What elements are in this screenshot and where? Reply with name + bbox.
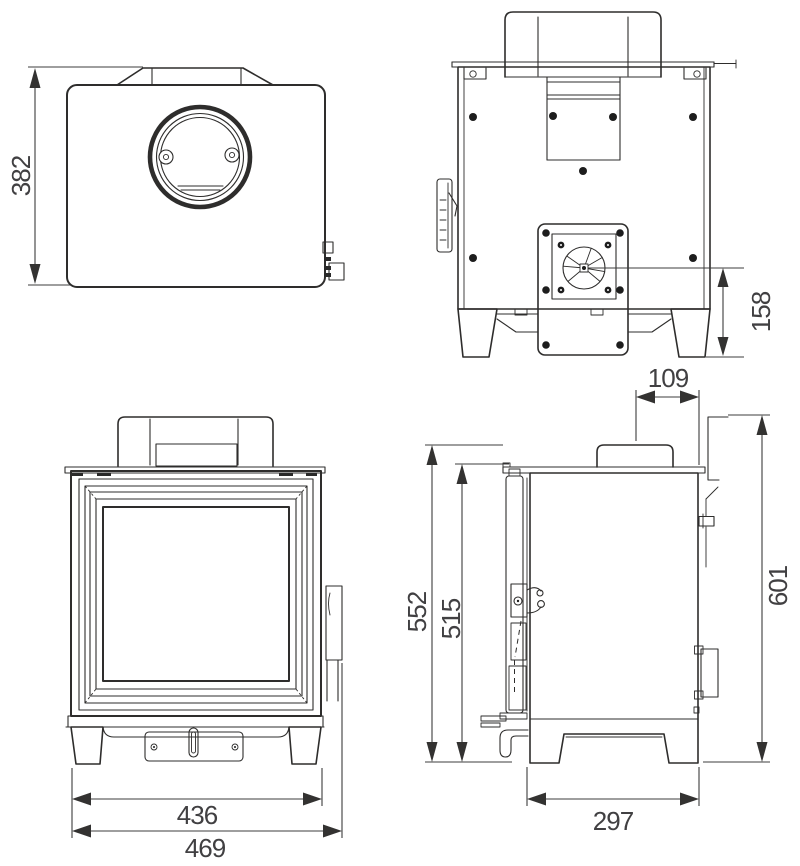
dimension-601: 601 (703, 414, 793, 763)
screw (469, 113, 477, 121)
screw (689, 254, 697, 262)
dimension-297: 297 (526, 767, 700, 836)
dim-label-552: 552 (402, 591, 432, 632)
side-door (499, 468, 545, 720)
side-top-plate (502, 462, 706, 474)
front-door-handle (325, 585, 343, 702)
arrowhead-left (72, 792, 91, 806)
screw (469, 254, 477, 262)
arrowhead-down (29, 264, 41, 284)
ash-door-keyhole (188, 727, 199, 758)
base-arch (102, 726, 290, 738)
rear-bolt (698, 515, 715, 527)
door-glass (102, 506, 290, 682)
flue-fan-outlet (562, 246, 606, 290)
arrowhead-down (426, 742, 438, 762)
front-door (70, 470, 322, 717)
arrowhead-down (756, 742, 768, 762)
screw (579, 167, 587, 175)
front-top-plate (64, 466, 326, 476)
side-flue-box (596, 444, 674, 468)
front-view: 436 469 (64, 416, 343, 863)
dimension-436: 436 (71, 768, 323, 838)
side-front-lip (480, 715, 529, 758)
dim-label-436: 436 (177, 800, 218, 830)
corner-bracket-right (683, 67, 707, 80)
arrowhead-up (756, 415, 768, 435)
door-handle-top-view (322, 241, 345, 281)
dimension-109: 109 (635, 363, 700, 465)
rear-heat-shield-bracket (707, 416, 729, 481)
dim-label-158: 158 (746, 291, 776, 332)
arrowhead-down (456, 742, 468, 762)
collar-screw-tab-left (158, 149, 174, 165)
screw (609, 113, 617, 121)
arrowhead-down (717, 337, 729, 356)
arrowhead-up (717, 268, 729, 287)
top-view: 382 (6, 66, 345, 288)
dim-label-297: 297 (593, 806, 634, 836)
flue-collar-top (147, 104, 253, 210)
dim-label-601: 601 (763, 565, 793, 606)
dim-label-109: 109 (648, 363, 689, 393)
dimension-469: 469 (72, 663, 343, 863)
rear-feet (457, 308, 711, 358)
screw (689, 113, 697, 121)
rear-view: 158 (436, 11, 776, 358)
front-leg-right (288, 726, 322, 765)
rear-foot-left (457, 308, 498, 358)
rear-flue-box (504, 11, 662, 78)
arrowhead-left (72, 824, 91, 838)
arrowhead-up (426, 445, 438, 465)
dimension-552: 552 (402, 444, 512, 763)
top-view-body (66, 67, 326, 288)
rear-foot-right (670, 308, 711, 358)
corner-bracket-left (463, 67, 487, 80)
dim-label-515: 515 (436, 598, 466, 639)
screw (549, 112, 557, 120)
front-base (65, 715, 325, 765)
arrowhead-right (680, 390, 699, 404)
arrowhead-up (456, 464, 468, 484)
rear-junction-box (700, 648, 719, 698)
arrowhead-left (527, 792, 546, 806)
arrowhead-left (636, 390, 655, 404)
arrowhead-right (680, 792, 699, 806)
arrowhead-up (29, 68, 41, 88)
dimension-158: 158 (588, 267, 776, 358)
side-view: 109 552 515 601 (402, 363, 793, 836)
dimension-515: 515 (436, 463, 509, 762)
dimension-382: 382 (6, 66, 143, 286)
rear-outlet-panel (537, 223, 629, 356)
door-tool-handle (499, 729, 529, 758)
front-flue-box (117, 416, 274, 467)
side-rear-details (693, 416, 729, 714)
air-control-lever (436, 178, 458, 253)
door-latch (510, 583, 545, 618)
collar-screw-tab-right (224, 147, 240, 163)
front-leg-left (70, 726, 104, 765)
dim-label-382: 382 (6, 155, 36, 196)
side-body (529, 472, 699, 764)
rear-body (457, 66, 711, 310)
arrowhead-right (303, 792, 322, 806)
dim-label-469: 469 (185, 833, 226, 863)
arrowhead-right (323, 824, 342, 838)
